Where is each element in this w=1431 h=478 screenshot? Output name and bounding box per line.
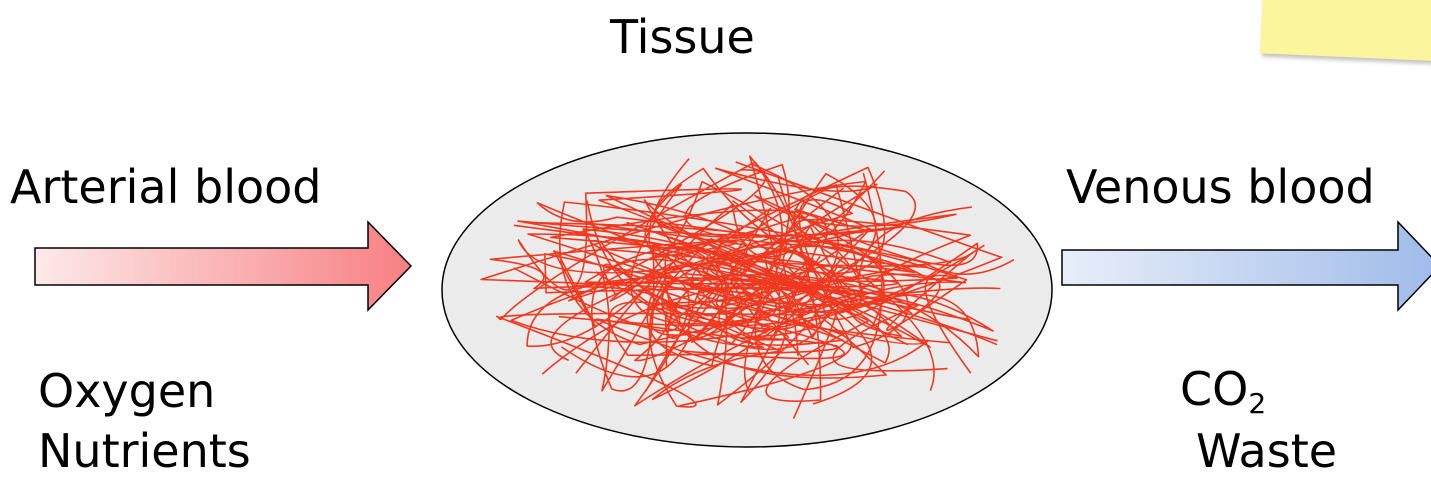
venous-blood-label: Venous blood (1066, 164, 1375, 210)
oxygen-label: Oxygen (38, 368, 215, 414)
arterial-arrow (35, 222, 411, 310)
co2-label: CO2 (1180, 366, 1266, 418)
nutrients-label: Nutrients (38, 428, 251, 474)
venous-arrow (1062, 222, 1431, 310)
waste-label: Waste (1196, 428, 1337, 474)
co2-text: CO (1180, 362, 1248, 416)
arterial-blood-label: Arterial blood (10, 164, 321, 210)
tissue-title: Tissue (610, 14, 755, 60)
co2-subscript: 2 (1248, 387, 1266, 420)
